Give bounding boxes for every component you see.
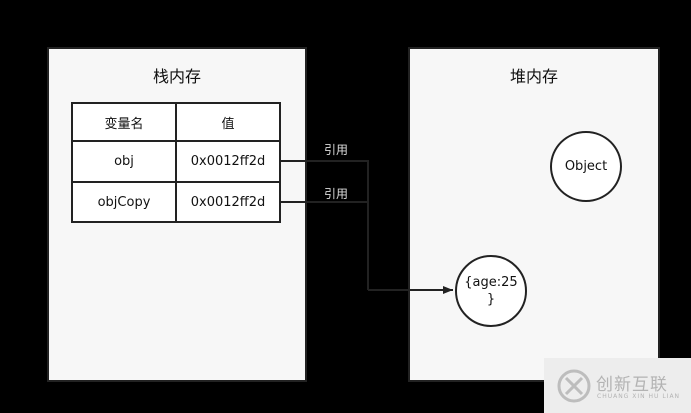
object-node: Object: [550, 131, 622, 202]
watermark: 创新互联 CHUANG XIN HU LIAN: [544, 358, 691, 413]
table-header-value: 值: [175, 102, 281, 142]
table-cell-objcopy-value: 0x0012ff2d: [175, 181, 281, 223]
heap-memory-title: 堆内存: [509, 67, 558, 86]
table-cell-objcopy-name: objCopy: [71, 181, 177, 223]
watermark-logo-icon: [557, 369, 591, 403]
table-header-name: 变量名: [71, 102, 177, 142]
age-object-label-line2: }: [486, 292, 496, 307]
heap-memory-panel: 堆内存: [408, 47, 660, 382]
object-node-label: Object: [564, 159, 608, 174]
table-cell-obj-name: obj: [71, 140, 177, 183]
reference-label-1: 引用: [324, 143, 349, 157]
age-object-node: {age:25 }: [455, 255, 527, 327]
reference-label-2: 引用: [324, 187, 349, 201]
table-cell-obj-value: 0x0012ff2d: [175, 140, 281, 183]
age-object-label-line1: {age:25: [464, 275, 518, 290]
watermark-brand: 创新互联: [596, 375, 668, 395]
stack-memory-title: 栈内存: [152, 67, 201, 86]
watermark-subtitle: CHUANG XIN HU LIAN: [597, 393, 681, 400]
